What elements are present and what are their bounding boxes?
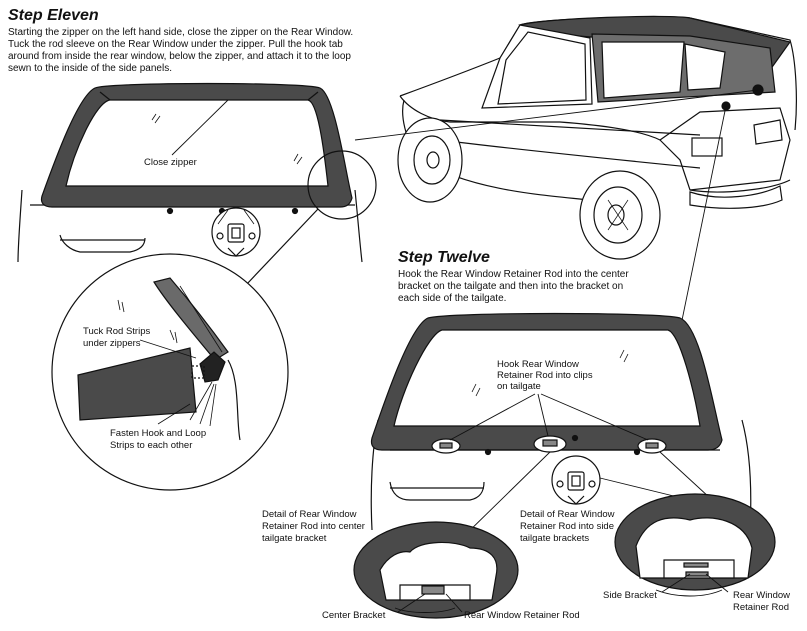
label-detail-center-3: tailgate bracket: [262, 533, 327, 544]
label-retainer-rod-right-1: Rear Window: [733, 590, 790, 601]
label-hook-clips-2: Retainer Rod into clips: [497, 370, 593, 381]
step-twelve-line: bracket on the tailgate and then into th…: [398, 281, 624, 292]
front-wheel-icon: [397, 117, 463, 203]
vehicle-illustration: [354, 15, 797, 331]
rear-window-glass: [65, 99, 329, 187]
tailgate-latch-icon: [211, 207, 261, 257]
step-twelve-text: Hook the Rear Window Retainer Rod into t…: [398, 269, 629, 305]
step-twelve-title: Step Twelve: [398, 249, 490, 266]
rear-window-glass-2: [393, 329, 701, 427]
step-eleven-line: Tuck the rod sleeve on the Rear Window u…: [8, 39, 343, 50]
step-twelve-line: each side of the tailgate.: [398, 293, 507, 304]
step-eleven-text: Starting the zipper on the left hand sid…: [8, 27, 353, 75]
label-fasten-hook-1: Fasten Hook and Loop: [110, 428, 206, 439]
label-detail-side-3: tailgate brackets: [520, 533, 589, 544]
label-hook-clips-1: Hook Rear Window: [497, 359, 579, 370]
rear-wheel-icon: [579, 170, 661, 260]
side-bracket-detail: [614, 493, 776, 597]
step-twelve-rear-window: [370, 312, 752, 541]
label-center-bracket: Center Bracket: [322, 610, 386, 621]
step-eleven-line: Starting the zipper on the left hand sid…: [8, 27, 354, 38]
step-eleven-detail-circle: [51, 253, 289, 491]
label-detail-side-2: Retainer Rod into side: [520, 521, 614, 532]
label-tuck-rod-1: Tuck Rod Strips: [83, 326, 150, 337]
callout-labels: Close zipper Tuck Rod Strips under zippe…: [83, 157, 790, 621]
label-side-bracket: Side Bracket: [603, 590, 657, 601]
zoom-circle-corner: [307, 150, 377, 220]
label-tuck-rod-2: under zippers: [83, 338, 141, 349]
label-retainer-rod-right-2: Retainer Rod: [733, 602, 789, 613]
label-detail-center-1: Detail of Rear Window: [262, 509, 357, 520]
step-eleven-line: around from inside the rear window, belo…: [8, 51, 351, 62]
label-detail-center-2: Retainer Rod into center: [262, 521, 365, 532]
step-twelve-line: Hook the Rear Window Retainer Rod into t…: [398, 269, 629, 280]
label-hook-clips-3: on tailgate: [497, 381, 541, 392]
label-fasten-hook-2: Strips to each other: [110, 440, 192, 451]
step-eleven-rear-window: [17, 82, 377, 286]
step-eleven-line: sewn to the inside of the side panels.: [8, 63, 172, 74]
label-retainer-rod: Rear Window Retainer Rod: [464, 610, 580, 621]
label-close-zipper: Close zipper: [144, 157, 197, 168]
label-detail-side-1: Detail of Rear Window: [520, 509, 615, 520]
center-bracket-detail: [353, 521, 519, 619]
tailgate-latch-icon-2: [551, 455, 601, 505]
step-eleven-title: Step Eleven: [8, 7, 99, 24]
